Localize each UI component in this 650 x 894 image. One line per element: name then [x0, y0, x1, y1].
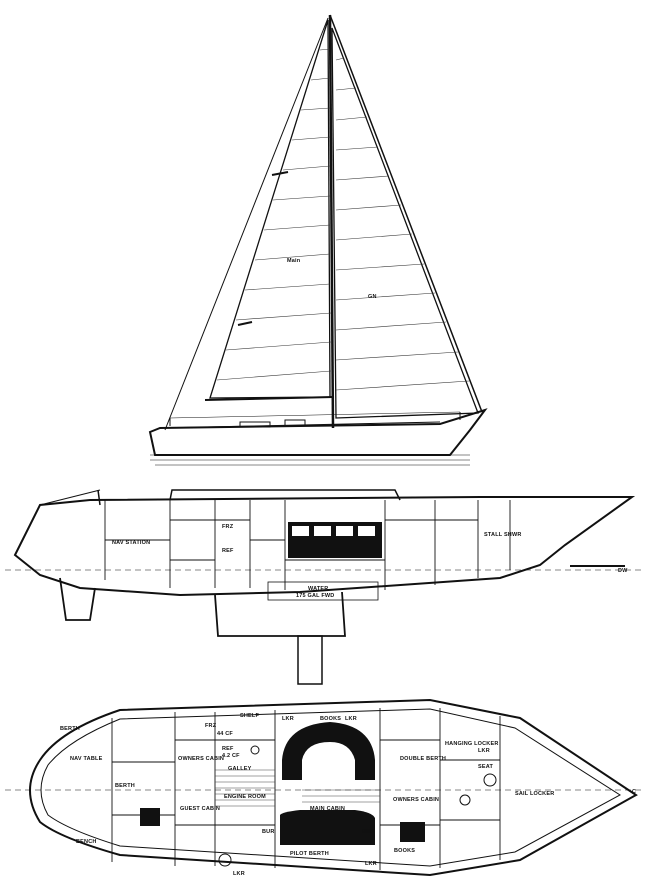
pilot-berth-label: PILOT BERTH: [290, 851, 329, 857]
water-tank-label: WATER: [308, 586, 328, 592]
berth-aft-port-label: BERTH: [60, 726, 80, 732]
aft-head-toilet: [218, 853, 232, 867]
bur-2-label: BUR: [362, 829, 375, 835]
genoa: [331, 27, 479, 419]
ref-label: REF: [222, 746, 234, 752]
genoa-mark: GN: [368, 294, 377, 300]
keel: [214, 591, 346, 637]
dinette-settee: [282, 722, 375, 780]
sail-locker-label: SAIL LOCKER: [515, 791, 554, 797]
refrigerator-label: REF: [222, 548, 234, 554]
main-cabin-label: MAIN CABIN: [310, 806, 345, 812]
rudder: [59, 577, 96, 621]
stern-pulpit: [39, 489, 101, 506]
fwd-seat-block: [400, 822, 425, 842]
bulwark-rail: [159, 421, 441, 429]
hull-plan-outline: [29, 698, 638, 877]
frz-label: FRZ: [205, 723, 217, 729]
mainsail-seams: [216, 48, 332, 381]
keel-shaft: [297, 635, 323, 685]
forestay: [329, 14, 483, 413]
dwl-label: DW: [618, 568, 628, 574]
fwd-head-toilet: [483, 773, 497, 787]
water-shading: [150, 454, 470, 466]
nav-table-label: NAV TABLE: [70, 756, 103, 762]
water-tank: [267, 581, 379, 601]
bow-band: [570, 565, 625, 567]
berth-aft-stbd-label: BERTH: [115, 783, 135, 789]
interior-bulkheads: [104, 500, 511, 590]
double-berth-label: DOUBLE BERTH: [400, 756, 446, 762]
shelf-label: SHELF: [240, 713, 259, 719]
owners-cabin-aft-label: OWNERS CABIN: [178, 756, 224, 762]
books-top-label: BOOKS: [320, 716, 341, 722]
lkr-2-label: LKR: [345, 716, 357, 722]
frz-cap-label: 44 CF: [217, 731, 233, 737]
mast: [328, 14, 335, 429]
fwd-head-sink: [459, 794, 471, 806]
books-bottom-label: BOOKS: [394, 848, 415, 854]
lkr-5-label: LKR: [478, 748, 490, 754]
genoa-seams: [335, 57, 470, 391]
backstay: [164, 17, 329, 431]
mainsail: [209, 19, 331, 399]
inboard-profile: DW: [5, 489, 645, 685]
engine-room-label: ENGINE ROOM: [224, 794, 266, 800]
stern-post: [97, 489, 101, 506]
mainsail-mark: Main: [287, 258, 301, 264]
sail-plan: Main GN: [148, 14, 488, 466]
hull-profile-top: [148, 408, 488, 456]
salon-portlights: [288, 522, 382, 558]
lkr-3-label: LKR: [233, 871, 245, 877]
bur-1-label: BUR: [262, 829, 275, 835]
hull-outline: [13, 496, 636, 597]
fridge-label: FRZ: [222, 524, 234, 530]
seat-label: SEAT: [478, 764, 494, 770]
galley-label: GALLEY: [228, 766, 252, 772]
salon-settee-lower: [280, 810, 375, 845]
hanging-locker-label: HANGING LOCKER: [445, 741, 499, 747]
guest-cabin-label: GUEST CABIN: [180, 806, 220, 812]
shower-label: STALL SHWR: [484, 532, 522, 538]
nav-station-label: NAV STATION: [112, 540, 150, 546]
deck-hardware: [169, 411, 461, 428]
galley-sink: [250, 745, 260, 755]
water-capacity-label: 175 GAL FWD: [296, 593, 334, 599]
cabin-house: [169, 489, 401, 501]
lkr-1-label: LKR: [282, 716, 294, 722]
lkr-4-label: LKR: [365, 861, 377, 867]
cabin-partitions: [111, 708, 501, 870]
galley-counter: [140, 808, 160, 826]
owners-cabin-fwd-label: OWNERS CABIN: [393, 797, 439, 803]
ref-cap-label: 4.2 CF: [222, 753, 240, 759]
accommodation-plan: C: [5, 698, 645, 877]
centerline-label: C: [632, 789, 636, 795]
battens: [237, 171, 289, 326]
bench-label: BENCH: [76, 839, 97, 845]
cabin-sole-planks: [215, 769, 380, 807]
deck-inner-line: [40, 708, 621, 867]
